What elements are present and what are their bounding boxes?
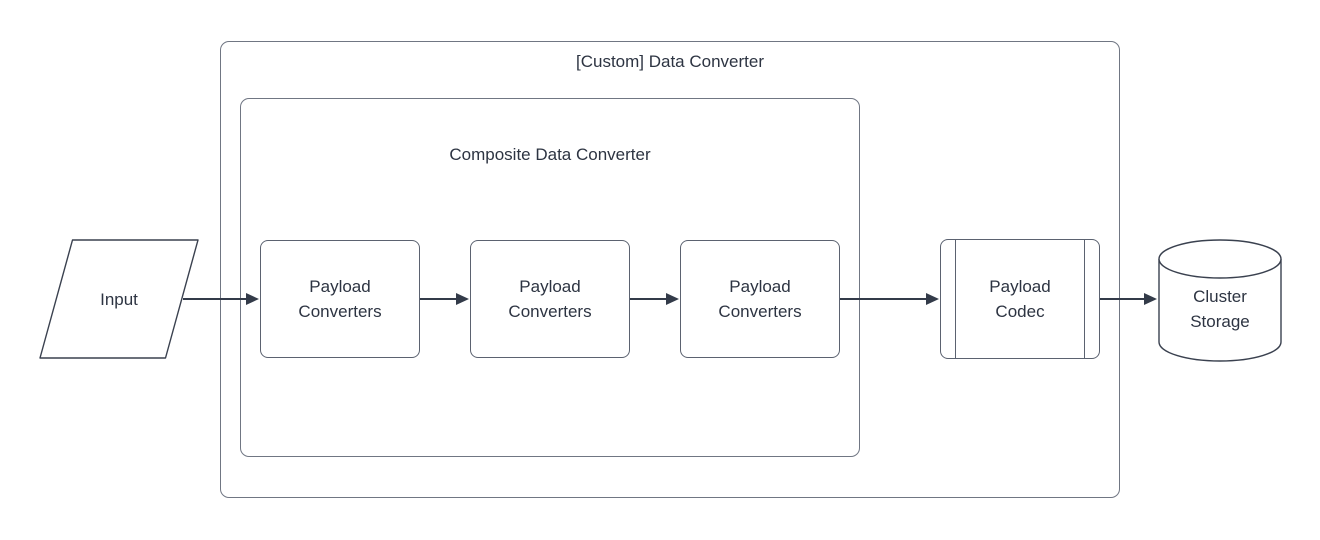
parallelogram-shape <box>39 239 199 359</box>
payload-converters-box-2: Payload Converters <box>470 240 630 358</box>
arrow-shaft <box>630 298 668 300</box>
arrow-converter1-to-converter2 <box>420 293 469 305</box>
payload-converters-1-line-2: Converters <box>298 302 382 321</box>
arrowhead-icon <box>1144 293 1157 305</box>
input-label-text: Input <box>100 289 138 309</box>
arrow-codec-to-storage <box>1100 293 1157 305</box>
cluster-storage-line-2: Storage <box>1190 312 1250 331</box>
codec-left-bar <box>955 240 956 358</box>
payload-converters-box-1: Payload Converters <box>260 240 420 358</box>
arrow-converter2-to-converter3 <box>630 293 679 305</box>
payload-converters-3-line-1: Payload <box>729 277 791 296</box>
arrow-input-to-converter1 <box>183 293 259 305</box>
cluster-storage-label: Cluster Storage <box>1157 271 1283 347</box>
payload-converters-2-line-2: Converters <box>508 302 592 321</box>
arrowhead-icon <box>926 293 939 305</box>
arrow-shaft <box>183 298 248 300</box>
arrow-shaft <box>420 298 458 300</box>
input-label: Input <box>39 239 199 359</box>
arrow-shaft <box>1100 298 1146 300</box>
payload-codec-line-1: Payload <box>989 277 1051 296</box>
payload-converters-2-line-1: Payload <box>519 277 581 296</box>
payload-converters-box-3: Payload Converters <box>680 240 840 358</box>
cylinder-shape <box>1158 239 1282 362</box>
payload-codec-line-2: Codec <box>995 302 1045 321</box>
arrow-converter3-to-codec <box>840 293 939 305</box>
payload-codec-box: Payload Codec <box>940 239 1100 359</box>
input-node: Input <box>39 239 199 359</box>
arrow-shaft <box>840 298 928 300</box>
composite-data-converter-title: Composite Data Converter <box>449 145 651 164</box>
arrowhead-icon <box>246 293 259 305</box>
arrowhead-icon <box>666 293 679 305</box>
payload-converters-1-line-1: Payload <box>309 277 371 296</box>
cluster-storage-node: Cluster Storage <box>1157 239 1283 363</box>
payload-converters-3-line-2: Converters <box>718 302 802 321</box>
arrowhead-icon <box>456 293 469 305</box>
cluster-storage-line-1: Cluster <box>1193 287 1247 306</box>
custom-data-converter-title: [Custom] Data Converter <box>575 52 764 71</box>
codec-right-bar <box>1084 240 1085 358</box>
